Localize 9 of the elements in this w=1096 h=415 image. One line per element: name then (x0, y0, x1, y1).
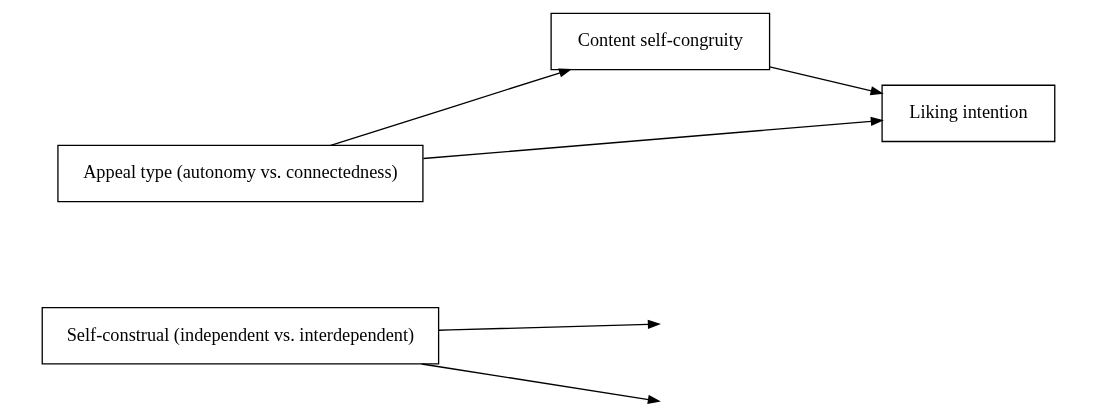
arrow (329, 68, 572, 147)
arrow (420, 363, 661, 404)
arrow (437, 319, 661, 331)
node-box: Appeal type (autonomy vs. connectedness) (56, 144, 424, 203)
node-box: Self-construal (independent vs. interdependent) (41, 307, 439, 365)
arrow (768, 66, 884, 96)
node-box: Liking intention (880, 84, 1055, 143)
node-box: Content self-congruity (549, 12, 770, 71)
arrow (422, 116, 884, 160)
